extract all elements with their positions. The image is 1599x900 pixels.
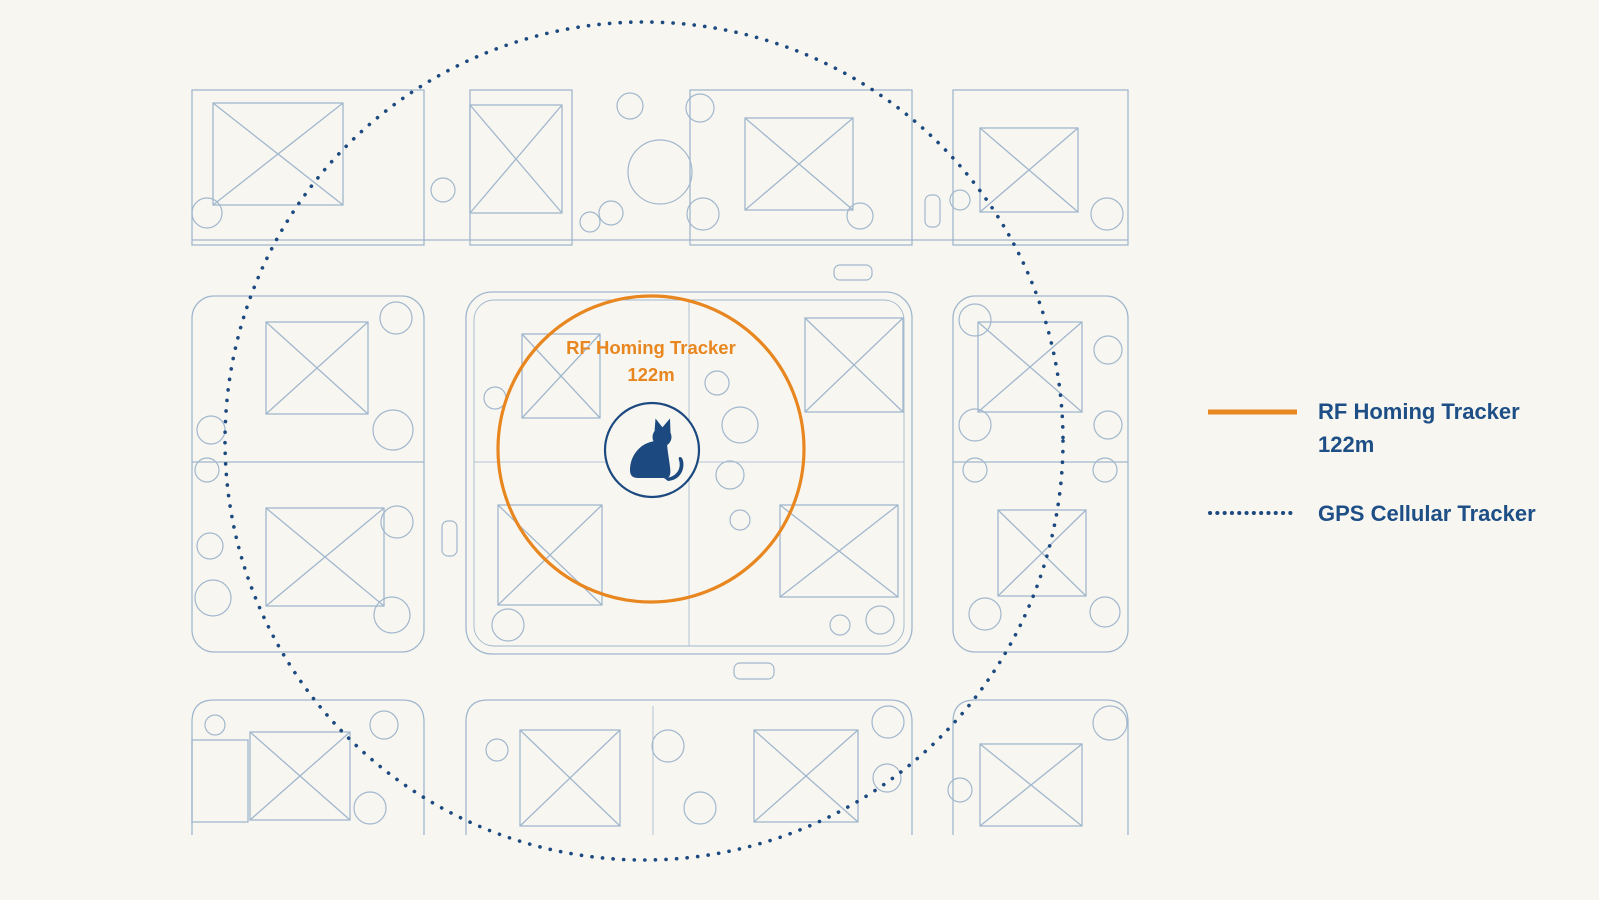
- block-bot-2: [465, 699, 913, 835]
- block-bot-1: [191, 699, 425, 835]
- block-mid-2: [465, 291, 913, 655]
- cat-marker: [603, 401, 701, 499]
- block-top-1: [191, 89, 425, 246]
- legend: [1208, 409, 1298, 515]
- legend-rf-range: 122m: [1318, 432, 1375, 457]
- legend-rf-label: RF Homing Tracker 122m: [1318, 395, 1520, 461]
- legend-rf-name: RF Homing Tracker: [1318, 399, 1520, 424]
- block-bot-3: [952, 699, 1129, 835]
- block-mid-3: [952, 295, 1129, 653]
- block-mid-1: [191, 295, 425, 653]
- legend-gps-label: GPS Cellular Tracker: [1318, 501, 1536, 526]
- block-top-3: [689, 89, 913, 246]
- neighborhood-map: [191, 89, 1129, 835]
- rf-range-circle: [496, 294, 806, 604]
- houses: [191, 102, 1087, 827]
- rf-circle-label: RF Homing Tracker: [566, 337, 736, 358]
- block-top-4: [952, 89, 1129, 246]
- gps-range-circle: [223, 20, 1065, 862]
- rf-circle-range: 122m: [627, 364, 674, 385]
- cat-icon: [630, 418, 684, 481]
- cars: [441, 194, 941, 680]
